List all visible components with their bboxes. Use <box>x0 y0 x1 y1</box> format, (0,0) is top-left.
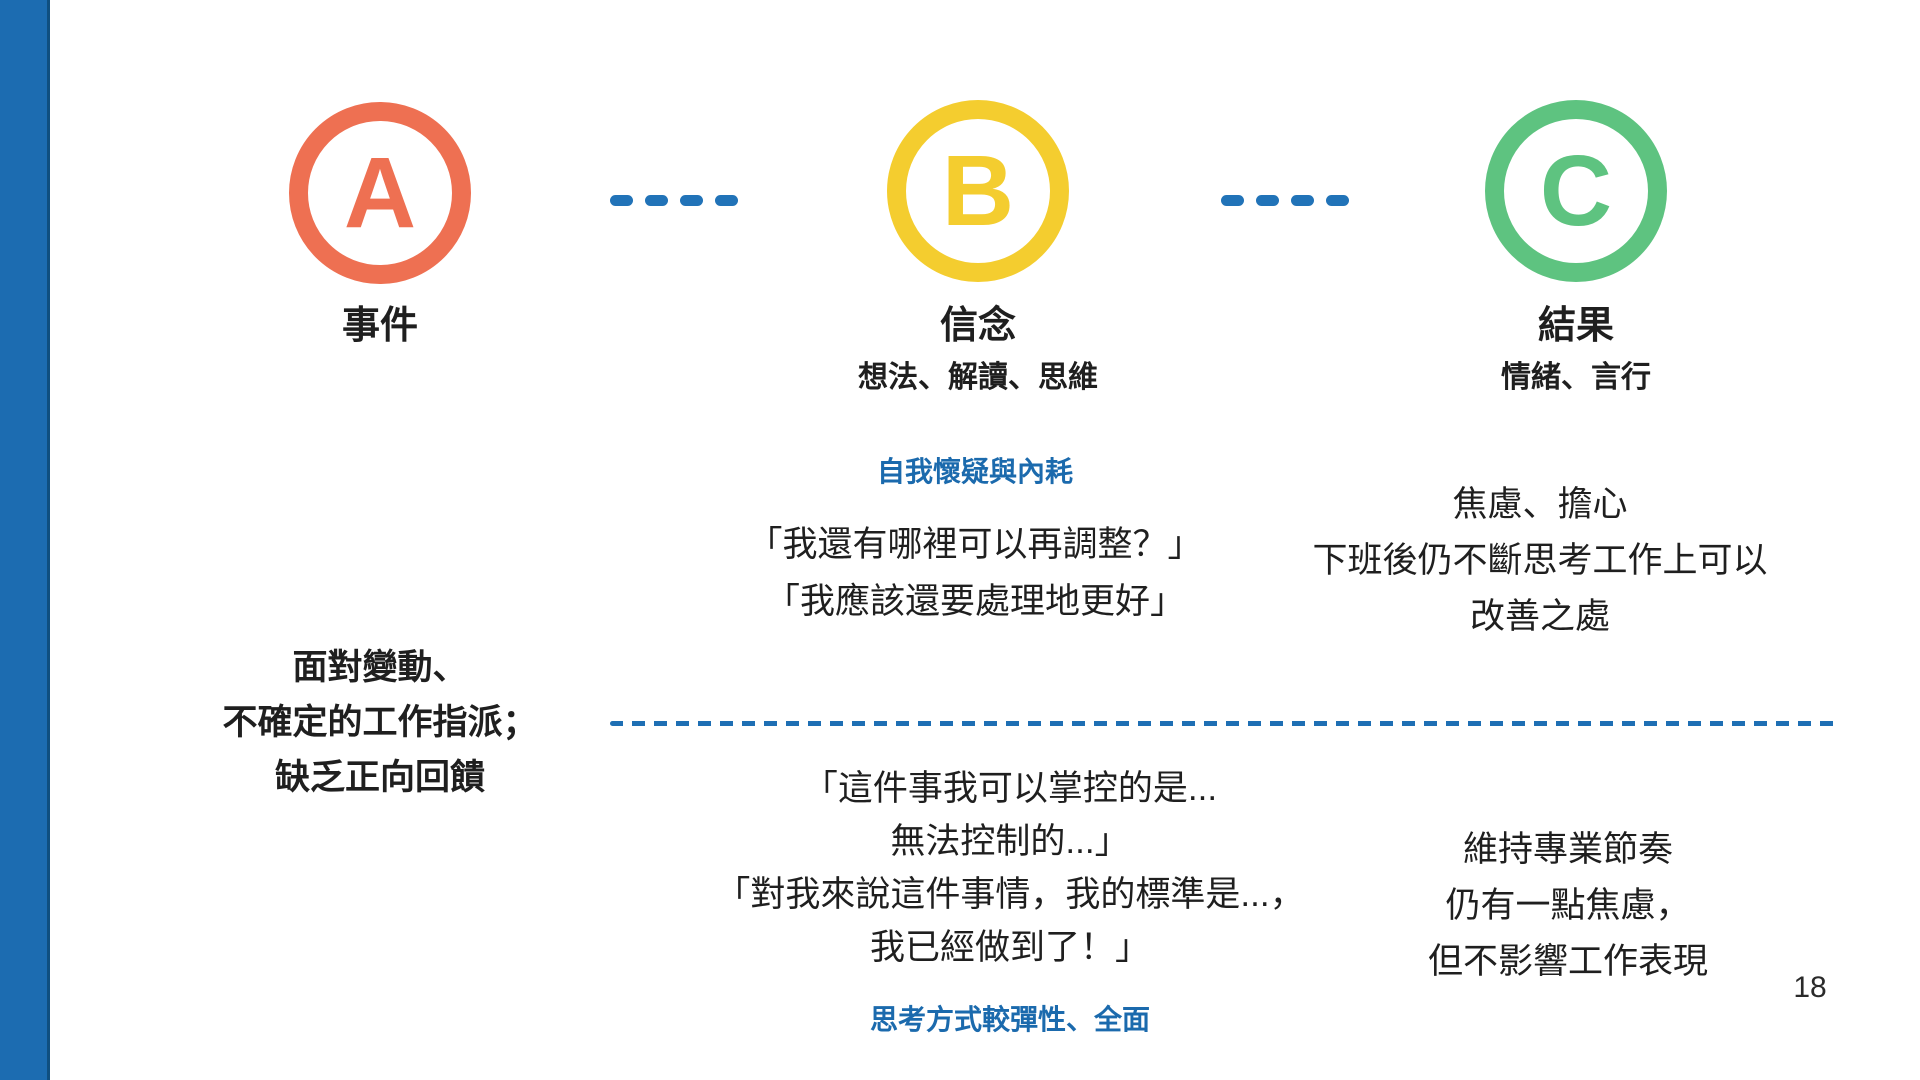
left-accent-bar <box>0 0 50 1080</box>
consequence-lower-line: 維持專業節奏 <box>1462 830 1673 869</box>
consequence-lower-line: 仍有一點焦慮， <box>1445 886 1691 925</box>
belief-upper-quote-line: 「我還有哪裡可以再調整？」 <box>747 525 1203 564</box>
belief-upper-tag: 自我懷疑與內耗 <box>876 456 1073 487</box>
label-consequence-title: 結果 <box>1537 305 1614 347</box>
label-consequence-subtitle: 情緒、言行 <box>1501 361 1651 394</box>
circle-a-letter: A <box>343 137 417 249</box>
circle-b-icon: B <box>887 100 1069 282</box>
dashed-divider-line <box>610 721 1840 726</box>
circle-b-letter: B <box>941 135 1015 247</box>
belief-lower-quote-line: 「這件事我可以掌控的是... <box>802 769 1218 808</box>
circle-c-letter: C <box>1539 135 1613 247</box>
belief-upper-quote-line: 「我應該還要處理地更好」 <box>764 582 1185 621</box>
label-belief-title: 信念 <box>939 305 1016 347</box>
consequence-upper-line: 焦慮、擔心 <box>1452 485 1628 524</box>
consequence-upper-line: 改善之處 <box>1469 597 1610 636</box>
consequence-lower-text: 維持專業節奏 仍有一點焦慮， 但不影響工作表現 <box>1268 822 1868 990</box>
circle-a-icon: A <box>289 102 471 284</box>
consequence-upper-text: 焦慮、擔心 下班後仍不斷思考工作上可以 改善之處 <box>1240 477 1840 645</box>
circle-c-icon: C <box>1485 100 1667 282</box>
event-description-line: 不確定的工作指派； <box>222 703 538 742</box>
label-belief-subtitle: 想法、解讀、思維 <box>858 361 1098 394</box>
event-description-line: 面對變動、 <box>292 648 468 687</box>
belief-lower-quotes: 「這件事我可以掌控的是... 無法控制的...」 「對我來說這件事情，我的標準是… <box>700 762 1320 974</box>
label-event-title: 事件 <box>341 305 418 347</box>
belief-lower-quote-line: 我已經做到了！」 <box>869 928 1150 967</box>
belief-lower-quote-line: 「對我來說這件事情，我的標準是...， <box>715 875 1305 914</box>
connector-dashes-bc-icon <box>1221 195 1349 206</box>
consequence-lower-line: 但不影響工作表現 <box>1427 942 1708 981</box>
belief-lower-quote-line: 無法控制的...」 <box>890 822 1130 861</box>
event-description: 面對變動、 不確定的工作指派； 缺乏正向回饋 <box>130 640 630 805</box>
belief-lower-tag: 思考方式較彈性、全面 <box>869 1004 1150 1035</box>
belief-upper-quotes: 「我還有哪裡可以再調整？」 「我應該還要處理地更好」 <box>675 516 1275 630</box>
page-number: 18 <box>1793 971 1827 1004</box>
consequence-upper-line: 下班後仍不斷思考工作上可以 <box>1312 541 1768 580</box>
connector-dashes-ab-icon <box>610 195 738 206</box>
event-description-line: 缺乏正向回饋 <box>274 758 485 797</box>
